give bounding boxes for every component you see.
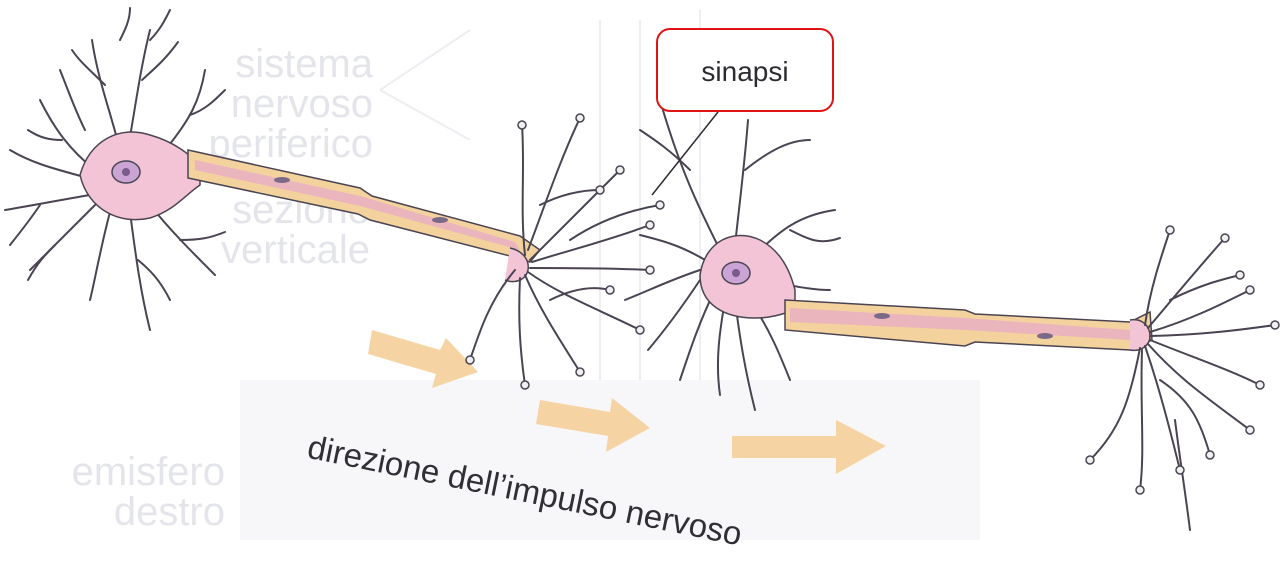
neuron-2-bulbs xyxy=(1086,226,1279,494)
synapse-label: sinapsi xyxy=(658,56,832,88)
neuron-2-axon xyxy=(785,300,1152,350)
neuron-diagram: sistema nervoso periferico sezione verti… xyxy=(0,0,1286,546)
callout-leader-line xyxy=(652,112,718,195)
neuron-1-axon xyxy=(188,150,540,282)
synapse-callout: sinapsi xyxy=(656,28,834,112)
neuron-2-terminals xyxy=(1090,230,1275,530)
neuron-2-cell-body xyxy=(700,235,795,318)
neuron-1-cell-body xyxy=(80,132,200,220)
neuron-illustration xyxy=(0,0,1286,546)
right-arrow-icon xyxy=(368,330,478,388)
